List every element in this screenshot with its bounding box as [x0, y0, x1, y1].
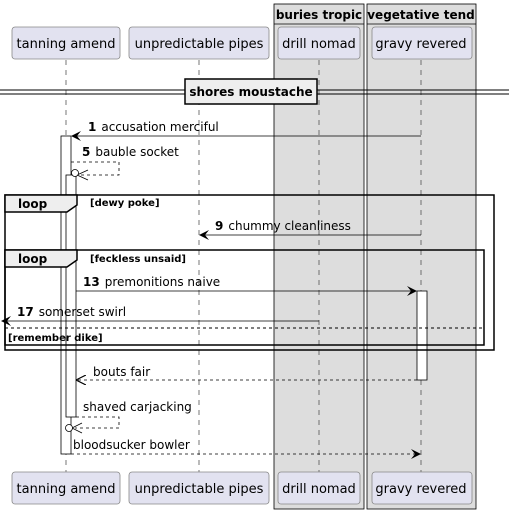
message-label: bauble socket: [95, 145, 179, 159]
box-title-buries-tropic: buries tropic: [276, 8, 362, 22]
participant-unpredictable-pipes-bottom[interactable]: unpredictable pipes: [128, 471, 270, 505]
divider-label: shores moustache: [189, 85, 312, 99]
box-title-vegetative-tend: vegetative tend: [367, 8, 475, 22]
message-bloodsucker-bowler: bloodsucker bowler: [71, 438, 421, 459]
participant-gravy-revered-bottom[interactable]: gravy revered: [371, 471, 473, 505]
message-number: 17: [17, 305, 34, 319]
participant-label: drill nomad: [282, 482, 356, 497]
activation-bar: [416, 290, 428, 381]
message-5: 5 bauble socket: [71, 145, 179, 181]
message-number: 5: [82, 145, 90, 159]
message-label: bloodsucker bowler: [73, 438, 190, 452]
message-17: 17 somerset swirl: [1, 305, 319, 326]
loop-guard: [feckless unsaid]: [90, 254, 186, 265]
message-number: 13: [83, 275, 100, 289]
participant-label: gravy revered: [375, 482, 466, 497]
loop-keyword: loop: [18, 197, 48, 211]
message-13: 13 premonitions naive: [76, 275, 417, 296]
loop-keyword: loop: [18, 252, 48, 266]
participant-drill-nomad-bottom[interactable]: drill nomad: [277, 471, 361, 505]
message-label: chummy cleanliness: [228, 219, 351, 233]
message-number: 1: [88, 120, 96, 134]
box-vegetative-tend: vegetative tend: [366, 3, 477, 510]
participant-label: tanning amend: [17, 482, 116, 497]
participant-tanning-amend-bottom[interactable]: tanning amend: [11, 471, 121, 505]
participant-label: drill nomad: [282, 37, 356, 52]
loop-frame-feckless-unsaid: loop [feckless unsaid] [remember dike]: [4, 249, 485, 346]
divider: shores moustache: [0, 78, 509, 105]
message-9: 9 chummy cleanliness: [199, 219, 421, 240]
participant-unpredictable-pipes-top[interactable]: unpredictable pipes: [128, 26, 270, 60]
message-label: accusation merciful: [101, 120, 218, 134]
activation-bar: [65, 174, 77, 418]
message-label: bouts fair: [93, 365, 150, 379]
message-label: shaved carjacking: [83, 400, 192, 414]
message-shaved-carjacking: shaved carjacking: [65, 400, 192, 434]
message-bouts-fair: bouts fair: [77, 365, 417, 380]
message-number: 9: [215, 219, 223, 233]
message-1: 1 accusation merciful: [71, 120, 421, 141]
participant-label: gravy revered: [375, 37, 466, 52]
loop-guard: [dewy poke]: [90, 198, 160, 209]
participant-gravy-revered-top[interactable]: gravy revered: [371, 26, 473, 60]
message-label: somerset swirl: [39, 305, 126, 319]
participant-label: tanning amend: [17, 37, 116, 52]
participant-label: unpredictable pipes: [135, 482, 264, 497]
participant-drill-nomad-top[interactable]: drill nomad: [277, 26, 361, 60]
participant-tanning-amend-top[interactable]: tanning amend: [11, 26, 121, 60]
participant-label: unpredictable pipes: [135, 37, 264, 52]
message-label: premonitions naive: [105, 275, 220, 289]
activations: [60, 135, 428, 455]
else-guard: [remember dike]: [8, 333, 103, 344]
